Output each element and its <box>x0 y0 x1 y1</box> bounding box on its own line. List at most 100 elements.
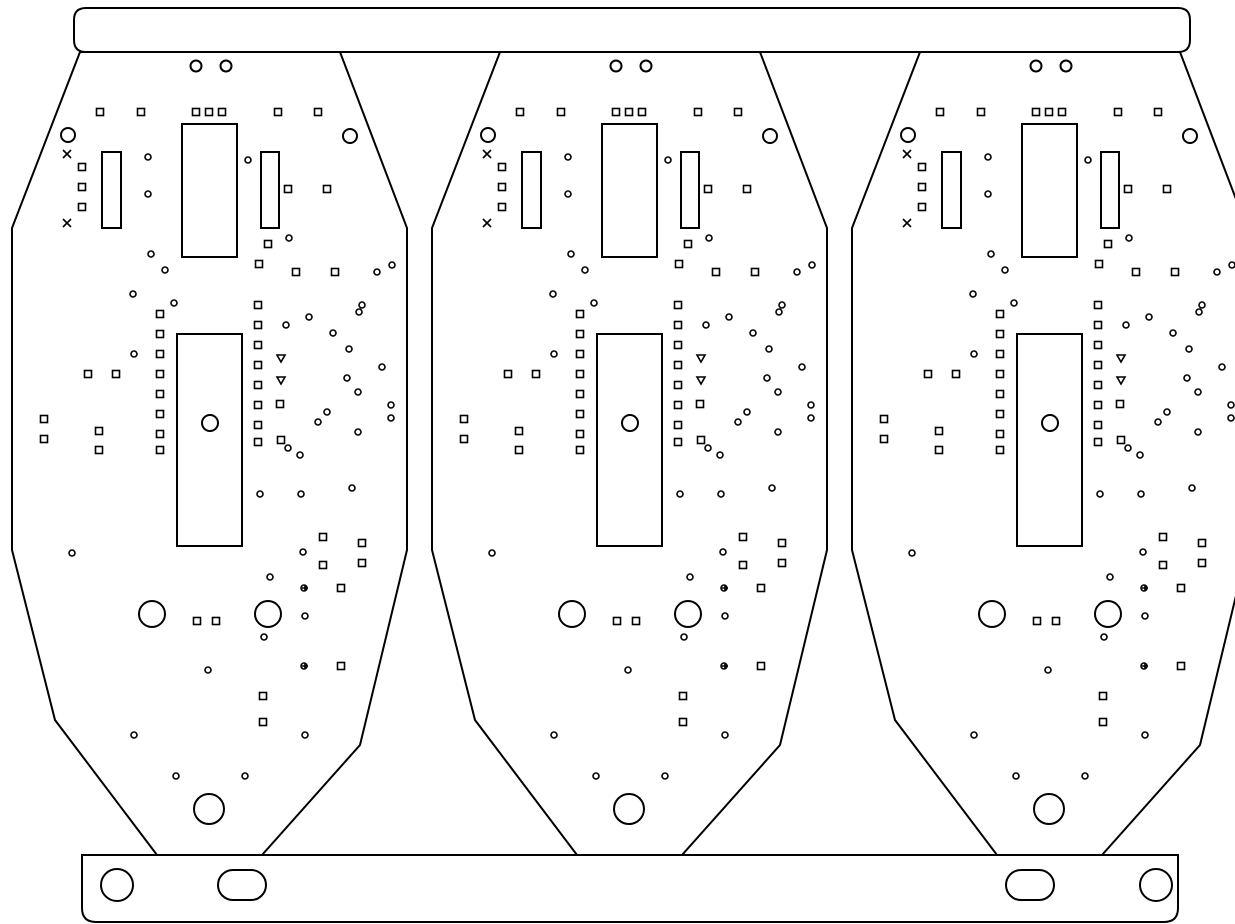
square-pad <box>756 661 766 671</box>
round-pad <box>969 290 977 298</box>
square-pad <box>253 300 263 310</box>
square-pad <box>995 409 1005 419</box>
via-hole <box>1041 414 1059 432</box>
rail-mount-hole-left <box>100 868 134 902</box>
component-footprint <box>1100 151 1120 229</box>
square-pad <box>204 107 214 117</box>
square-pad <box>111 369 121 379</box>
round-pad <box>354 388 362 396</box>
square-pad <box>1197 538 1207 548</box>
round-pad <box>373 268 381 276</box>
round-pad <box>1194 388 1202 396</box>
square-pad <box>155 389 165 399</box>
square-pad <box>357 538 367 548</box>
square-pad <box>1176 661 1186 671</box>
square-pad <box>673 320 683 330</box>
square-pad <box>777 558 787 568</box>
square-pad <box>336 583 346 593</box>
round-pad <box>388 261 396 269</box>
mounting-hole <box>1033 793 1065 825</box>
square-pad <box>77 182 87 192</box>
top-rail-outline <box>73 7 1191 53</box>
square-pad <box>94 426 104 436</box>
fiducial-mark <box>1059 59 1073 73</box>
square-pad <box>276 435 286 445</box>
square-pad <box>191 107 201 117</box>
square-pad <box>1103 239 1113 249</box>
via-hole <box>900 127 916 143</box>
via-hole <box>342 128 358 144</box>
round-pad <box>358 301 366 309</box>
round-pad <box>661 772 669 780</box>
square-pad <box>951 369 961 379</box>
square-pad <box>254 259 264 269</box>
round-pad <box>1154 418 1162 426</box>
square-pad <box>318 532 328 542</box>
round-pad <box>749 329 757 337</box>
square-pad <box>673 420 683 430</box>
round-pad <box>704 444 712 452</box>
board-outline <box>851 51 1235 856</box>
triangle-marker <box>1115 376 1127 386</box>
square-pad <box>995 329 1005 339</box>
square-pad <box>556 107 566 117</box>
square-pad <box>1093 300 1103 310</box>
round-pad <box>592 772 600 780</box>
square-pad <box>693 107 703 117</box>
square-pad <box>673 300 683 310</box>
square-pad <box>696 435 706 445</box>
square-pad <box>575 329 585 339</box>
round-pad <box>1012 772 1020 780</box>
component-footprint <box>176 333 243 547</box>
round-pad <box>130 731 138 739</box>
round-pad <box>549 290 557 298</box>
round-pad <box>734 418 742 426</box>
square-pad <box>95 107 105 117</box>
square-pad <box>39 434 49 444</box>
round-pad <box>765 345 773 353</box>
round-pad <box>1169 329 1177 337</box>
square-pad <box>1093 380 1103 390</box>
round-pad <box>1145 313 1153 321</box>
square-pad <box>497 182 507 192</box>
round-pad <box>725 313 733 321</box>
square-pad <box>94 445 104 455</box>
square-pad <box>283 184 293 194</box>
square-pad <box>258 691 268 701</box>
square-pad <box>673 437 683 447</box>
square-pad <box>917 202 927 212</box>
square-pad <box>1113 107 1123 117</box>
fiducial-mark <box>1029 59 1043 73</box>
round-pad <box>1124 444 1132 452</box>
rail-slot-right <box>1005 869 1055 901</box>
square-pad <box>1158 560 1168 570</box>
square-pad <box>637 107 647 117</box>
round-pad <box>299 548 307 556</box>
square-pad <box>253 437 263 447</box>
round-pad <box>301 731 309 739</box>
via-hole <box>480 127 496 143</box>
square-pad <box>673 380 683 390</box>
round-pad <box>550 731 558 739</box>
triangle-marker <box>695 376 707 386</box>
square-pad <box>459 414 469 424</box>
round-pad <box>129 290 137 298</box>
round-pad <box>329 329 337 337</box>
component-footprint <box>260 151 280 229</box>
via-hole <box>60 127 76 143</box>
via-hole <box>762 128 778 144</box>
round-pad <box>664 156 672 164</box>
square-pad <box>995 309 1005 319</box>
board-outline <box>431 51 828 856</box>
square-pad <box>711 267 721 277</box>
square-pad <box>1057 107 1067 117</box>
round-pad <box>1185 345 1193 353</box>
round-pad <box>387 414 395 422</box>
square-pad <box>575 445 585 455</box>
square-pad <box>291 267 301 277</box>
triangle-marker <box>275 376 287 386</box>
square-pad <box>934 445 944 455</box>
round-pad <box>624 666 632 674</box>
round-pad <box>774 428 782 436</box>
